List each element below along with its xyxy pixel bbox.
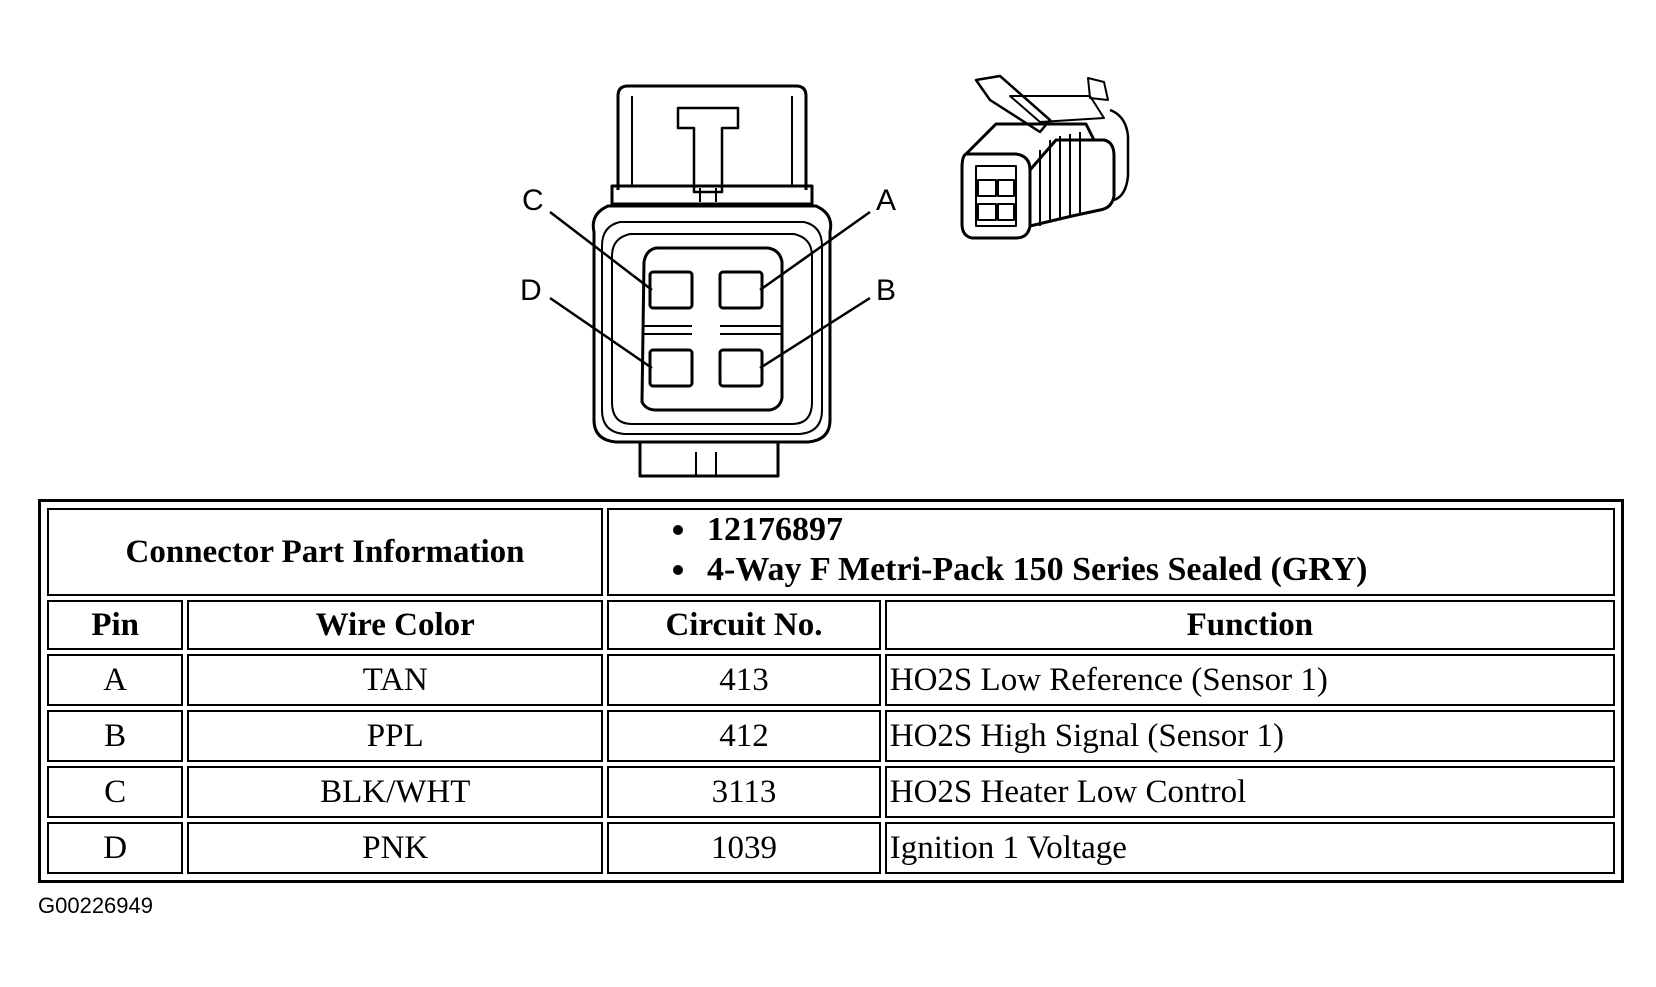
pin-a-cavity bbox=[718, 270, 764, 310]
connector-isometric-drawing bbox=[960, 74, 1130, 240]
bullet-icon bbox=[673, 565, 684, 575]
leader-a bbox=[759, 210, 871, 292]
pin-d-cavity bbox=[648, 348, 694, 388]
function-cell: HO2S High Signal (Sensor 1) bbox=[884, 710, 1615, 762]
table-row: A TAN 413 HO2S Low Reference (Sensor 1) bbox=[45, 652, 1617, 708]
table-row: D PNK 1039 Ignition 1 Voltage bbox=[45, 820, 1617, 876]
wire-color-cell: TAN bbox=[187, 654, 604, 706]
leader-b bbox=[759, 296, 871, 370]
connector-diagram: C A D B bbox=[520, 74, 1130, 478]
part-info-values: 12176897 4-Way F Metri-Pack 150 Series S… bbox=[607, 508, 1615, 596]
part-info-item: 4-Way F Metri-Pack 150 Series Sealed (GR… bbox=[673, 550, 1367, 590]
part-info-item: 12176897 bbox=[673, 510, 843, 550]
function-cell: HO2S Low Reference (Sensor 1) bbox=[884, 654, 1615, 706]
pin-label-d: D bbox=[520, 274, 542, 307]
part-info-label: Connector Part Information bbox=[47, 508, 604, 596]
function-cell: Ignition 1 Voltage bbox=[884, 822, 1615, 874]
header-circuit-no: Circuit No. bbox=[607, 600, 881, 650]
pin-label-a: A bbox=[876, 184, 896, 217]
circuit-no-cell: 1039 bbox=[607, 822, 881, 874]
header-pin: Pin bbox=[47, 600, 184, 650]
pin-c-cavity bbox=[648, 270, 694, 310]
circuit-no-cell: 3113 bbox=[607, 766, 881, 818]
wire-color-cell: PNK bbox=[187, 822, 604, 874]
wire-color-cell: PPL bbox=[187, 710, 604, 762]
pin-cell: B bbox=[47, 710, 184, 762]
table-row: B PPL 412 HO2S High Signal (Sensor 1) bbox=[45, 708, 1617, 764]
bullet-icon bbox=[673, 525, 684, 535]
figure-reference-code: G00226949 bbox=[38, 893, 153, 918]
circuit-no-cell: 412 bbox=[607, 710, 881, 762]
leader-c bbox=[549, 211, 653, 291]
pin-cell: D bbox=[47, 822, 184, 874]
function-cell: HO2S Heater Low Control bbox=[884, 766, 1615, 818]
column-header-row: Pin Wire Color Circuit No. Function bbox=[45, 598, 1617, 652]
connector-face-drawing bbox=[549, 84, 871, 478]
circuit-no-cell: 413 bbox=[607, 654, 881, 706]
connector-description: 4-Way F Metri-Pack 150 Series Sealed (GR… bbox=[707, 551, 1368, 588]
pin-label-b: B bbox=[876, 274, 896, 307]
pin-cell: C bbox=[47, 766, 184, 818]
connector-pinout-table: Connector Part Information 12176897 4-Wa… bbox=[38, 499, 1624, 883]
pin-label-c: C bbox=[522, 184, 544, 217]
header-wire-color: Wire Color bbox=[187, 600, 604, 650]
pin-b-cavity bbox=[718, 348, 764, 388]
header-function: Function bbox=[884, 600, 1615, 650]
part-number: 12176897 bbox=[707, 511, 844, 548]
part-info-row: Connector Part Information 12176897 4-Wa… bbox=[45, 506, 1617, 598]
table-row: C BLK/WHT 3113 HO2S Heater Low Control bbox=[45, 764, 1617, 820]
wire-color-cell: BLK/WHT bbox=[187, 766, 604, 818]
pin-cell: A bbox=[47, 654, 184, 706]
leader-d bbox=[549, 296, 653, 370]
